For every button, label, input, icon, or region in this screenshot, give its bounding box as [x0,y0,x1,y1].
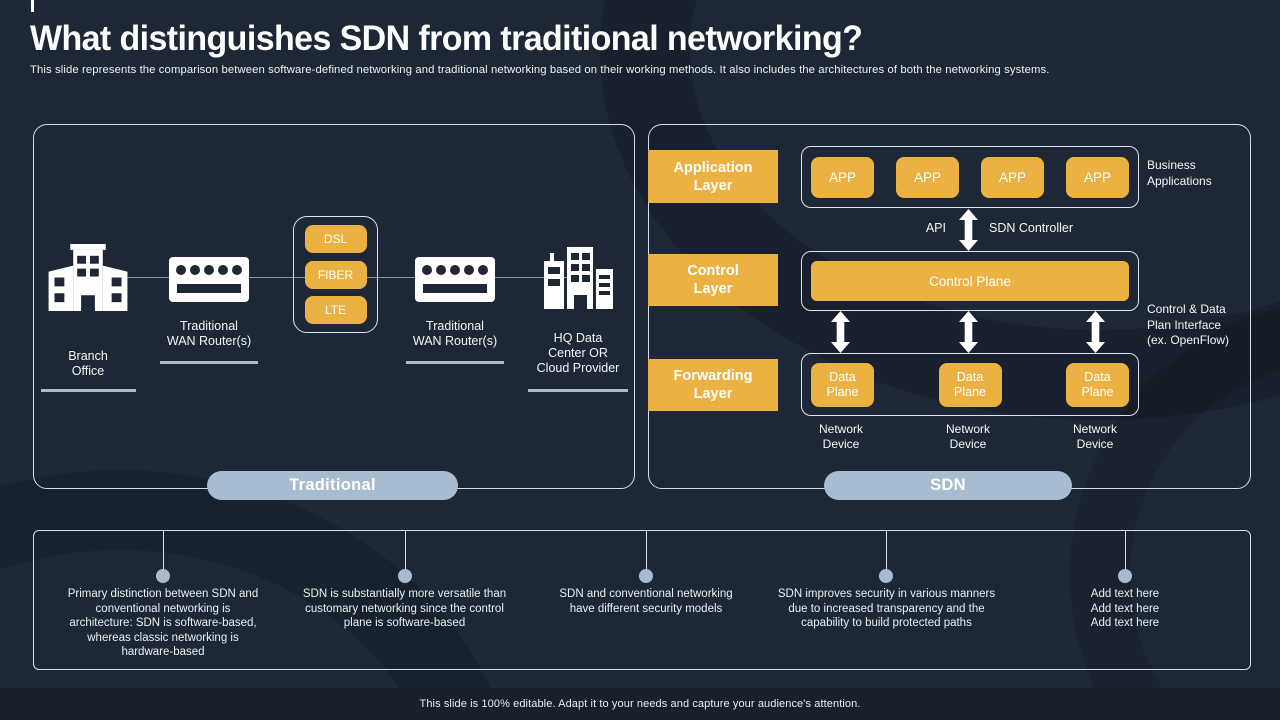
traditional-badge: Traditional [207,471,458,500]
app-chip: APP [1066,156,1129,198]
page-subtitle: This slide represents the comparison bet… [30,64,1050,76]
wan-router-underline [406,361,504,364]
branch-office-underline [41,389,136,392]
control-layer-chip: Control Layer [648,254,778,306]
note-text: Primary distinction between SDN and conv… [67,588,259,658]
app-chip: APP [896,156,959,198]
link-dsl: DSL [304,224,367,253]
sdn-badge: SDN [824,471,1072,500]
slide-corner-tick [31,0,34,12]
note-text-placeholder[interactable]: Add text here Add text here Add text her… [1090,588,1160,629]
control-container: Control Plane [801,251,1139,311]
note-connector-line [886,531,887,569]
note-connector-dot [879,569,893,583]
network-device-label: Network Device [1072,422,1117,451]
note-text: SDN is substantially more versatile than… [302,588,507,629]
page-title: What distinguishes SDN from traditional … [30,19,863,58]
link-fiber: FIBER [304,260,367,289]
footer-band: This slide is 100% editable. Adapt it to… [0,688,1280,720]
application-container: APP APP APP APP [801,146,1139,208]
sdn-panel: Application Layer Control Layer Forwardi… [648,124,1251,489]
wan-router-label: Traditional WAN Router(s) [412,319,498,348]
control-data-arrow-icon [1086,311,1105,353]
application-layer-chip: Application Layer [648,150,778,203]
note-text: SDN improves security in various manners… [777,588,996,629]
network-device-label: Network Device [818,422,863,451]
wan-router-icon [415,257,495,302]
network-device-label: Network Device [945,422,990,451]
api-arrow-icon [959,209,978,251]
app-chip: APP [981,156,1044,198]
link-lte: LTE [304,296,367,325]
note-connector-line [163,531,164,569]
data-plane-chip: Data Plane [811,362,874,407]
control-data-arrow-icon [831,311,850,353]
note-connector-dot [639,569,653,583]
note-connector-dot [1118,569,1132,583]
wan-router-underline [160,361,258,364]
wan-link-group: DSL FIBER LTE [293,216,378,333]
branch-office-building-icon [48,244,128,311]
data-plane-chip: Data Plane [1066,362,1129,407]
data-center-city-icon [544,247,613,309]
notes-panel: Primary distinction between SDN and conv… [33,530,1251,670]
data-plane-chip: Data Plane [938,362,1002,407]
traditional-panel: DSL FIBER LTE Branch Office [33,124,635,489]
sdn-controller-label: SDN Controller [989,221,1074,235]
note-connector-line [646,531,647,569]
control-data-interface-label: Control & Data Plan Interface (ex. OpenF… [1147,302,1230,347]
note-connector-line [1125,531,1126,569]
business-applications-label: Business Applications [1147,158,1212,188]
wan-router-icon [169,257,249,302]
footer-note: This slide is 100% editable. Adapt it to… [419,698,861,710]
app-chip: APP [811,156,874,198]
control-plane-bar: Control Plane [811,261,1129,301]
control-data-arrow-icon [959,311,978,353]
api-label: API [925,221,946,235]
forwarding-layer-chip: Forwarding Layer [648,359,778,411]
hq-data-center-underline [528,389,628,392]
hq-data-center-label: HQ Data Center OR Cloud Provider [536,331,620,375]
note-connector-line [405,531,406,569]
wan-router-label: Traditional WAN Router(s) [166,319,252,348]
note-text: SDN and conventional networking have dif… [559,588,733,615]
forwarding-container: Data Plane Data Plane Data Plane [801,353,1139,416]
note-connector-dot [398,569,412,583]
note-connector-dot [156,569,170,583]
branch-office-label: Branch Office [68,349,108,378]
